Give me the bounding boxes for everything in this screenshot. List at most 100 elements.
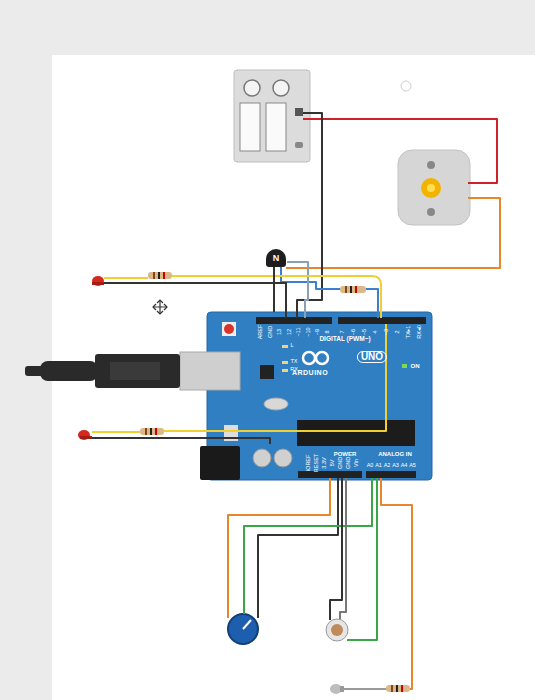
wire-gray: [340, 478, 346, 619]
wire-black: [258, 478, 338, 618]
arduino-board: [282, 345, 288, 348]
pin-label: A3: [392, 463, 399, 469]
pin-label: Vin: [354, 459, 360, 467]
pin-label: 3.3V: [322, 457, 328, 468]
led-top: [92, 276, 104, 286]
pin-label: TX▸1: [406, 326, 412, 339]
arduino-board: [222, 322, 236, 336]
photoresistor: [326, 619, 348, 641]
led-top: [92, 282, 104, 285]
usb-cable: [180, 352, 240, 390]
pin-label: A2: [384, 463, 391, 469]
resistor-symbol: [150, 428, 152, 435]
led-bottom: [330, 684, 344, 694]
arduino-board: [264, 398, 288, 410]
wire-blue: [366, 289, 378, 318]
power-supply: [295, 108, 303, 116]
led-label: L: [290, 343, 293, 349]
dc-motor: [398, 150, 470, 225]
dc-motor: [398, 150, 470, 225]
resistor-symbol: [396, 685, 398, 692]
power-supply: [234, 70, 310, 162]
arduino-board: [207, 312, 432, 480]
resistor-symbol: [386, 685, 410, 692]
resistor-symbol: [340, 286, 366, 293]
transistor-label: N: [273, 254, 280, 263]
photoresistor: [326, 619, 348, 641]
pin-label: 7: [340, 330, 346, 333]
potentiometer: [243, 620, 251, 629]
board-label: UNO: [357, 351, 387, 363]
potentiometer: [228, 614, 258, 644]
canvas: [52, 55, 535, 700]
resistor-symbol: [140, 428, 164, 435]
usb-cable: [25, 366, 43, 376]
arduino-board: [316, 352, 328, 364]
arduino-board: [253, 449, 271, 467]
wire-red: [303, 119, 497, 183]
power-supply: [266, 103, 286, 151]
led-bottom: [340, 686, 344, 692]
board-label: ANALOG IN: [378, 451, 412, 457]
pin-label: A5: [409, 463, 416, 469]
pin-label: ~5: [362, 329, 368, 335]
transistor-symbol: N: [266, 249, 286, 267]
wire-gray: [344, 688, 386, 690]
power-supply: [244, 80, 260, 96]
wire-blue: [281, 266, 340, 289]
tool-icon: [401, 81, 411, 91]
resistor-symbol: [140, 428, 164, 435]
arduino-board: [274, 449, 292, 467]
arduino-board: [366, 471, 416, 478]
board-label: POWER: [334, 451, 357, 457]
wire-black: [330, 478, 342, 620]
pin-label: ~9: [315, 329, 321, 335]
pin-label: GND: [346, 457, 352, 469]
pin-label: IOREF: [306, 455, 312, 472]
arduino-board: [282, 361, 288, 364]
pin-label: 4: [373, 330, 379, 333]
resistor-symbol: [386, 685, 410, 692]
power-supply: [234, 70, 310, 162]
led-label: TX: [290, 359, 297, 365]
pin-label: ~11: [296, 328, 302, 337]
resistor-symbol: [355, 286, 357, 293]
power-supply: [240, 103, 260, 151]
resistor-symbol: [158, 272, 160, 279]
resistor-symbol: [153, 272, 155, 279]
led-middle: [80, 436, 92, 439]
resistor-symbol: [148, 272, 172, 279]
arduino-board: [200, 312, 432, 480]
led-label: RX: [290, 367, 298, 373]
wire-black: [104, 283, 286, 318]
dc-motor: [427, 208, 435, 216]
pin-label: GND: [268, 326, 274, 338]
wire-black: [297, 113, 322, 318]
wire-orange: [381, 478, 412, 689]
dc-motor: [427, 161, 435, 169]
arduino-board: DIGITAL (PWM~)UNOARDUINOPOWERANALOG IN: [207, 312, 432, 480]
pin-label: RX◂0: [417, 325, 423, 338]
pin-label: RESET: [314, 454, 320, 472]
pin-label: A4: [401, 463, 408, 469]
dc-motor: [427, 184, 435, 192]
pin-label: 2: [395, 330, 401, 333]
resistor-symbol: [145, 428, 147, 435]
wire-green: [244, 478, 372, 614]
pin-label: A1: [375, 463, 382, 469]
led-middle: [78, 430, 92, 440]
photoresistor: [331, 624, 343, 636]
arduino-board: [260, 365, 274, 379]
resistor-symbol: [155, 428, 157, 435]
dc-motor: [421, 178, 441, 198]
resistor-symbol: [391, 685, 393, 692]
wire-yellow: [104, 276, 381, 318]
move-icon: [153, 300, 167, 314]
arduino-board: [282, 369, 288, 372]
pin-label: ~3: [384, 329, 390, 335]
pin-label: 13: [277, 329, 283, 335]
